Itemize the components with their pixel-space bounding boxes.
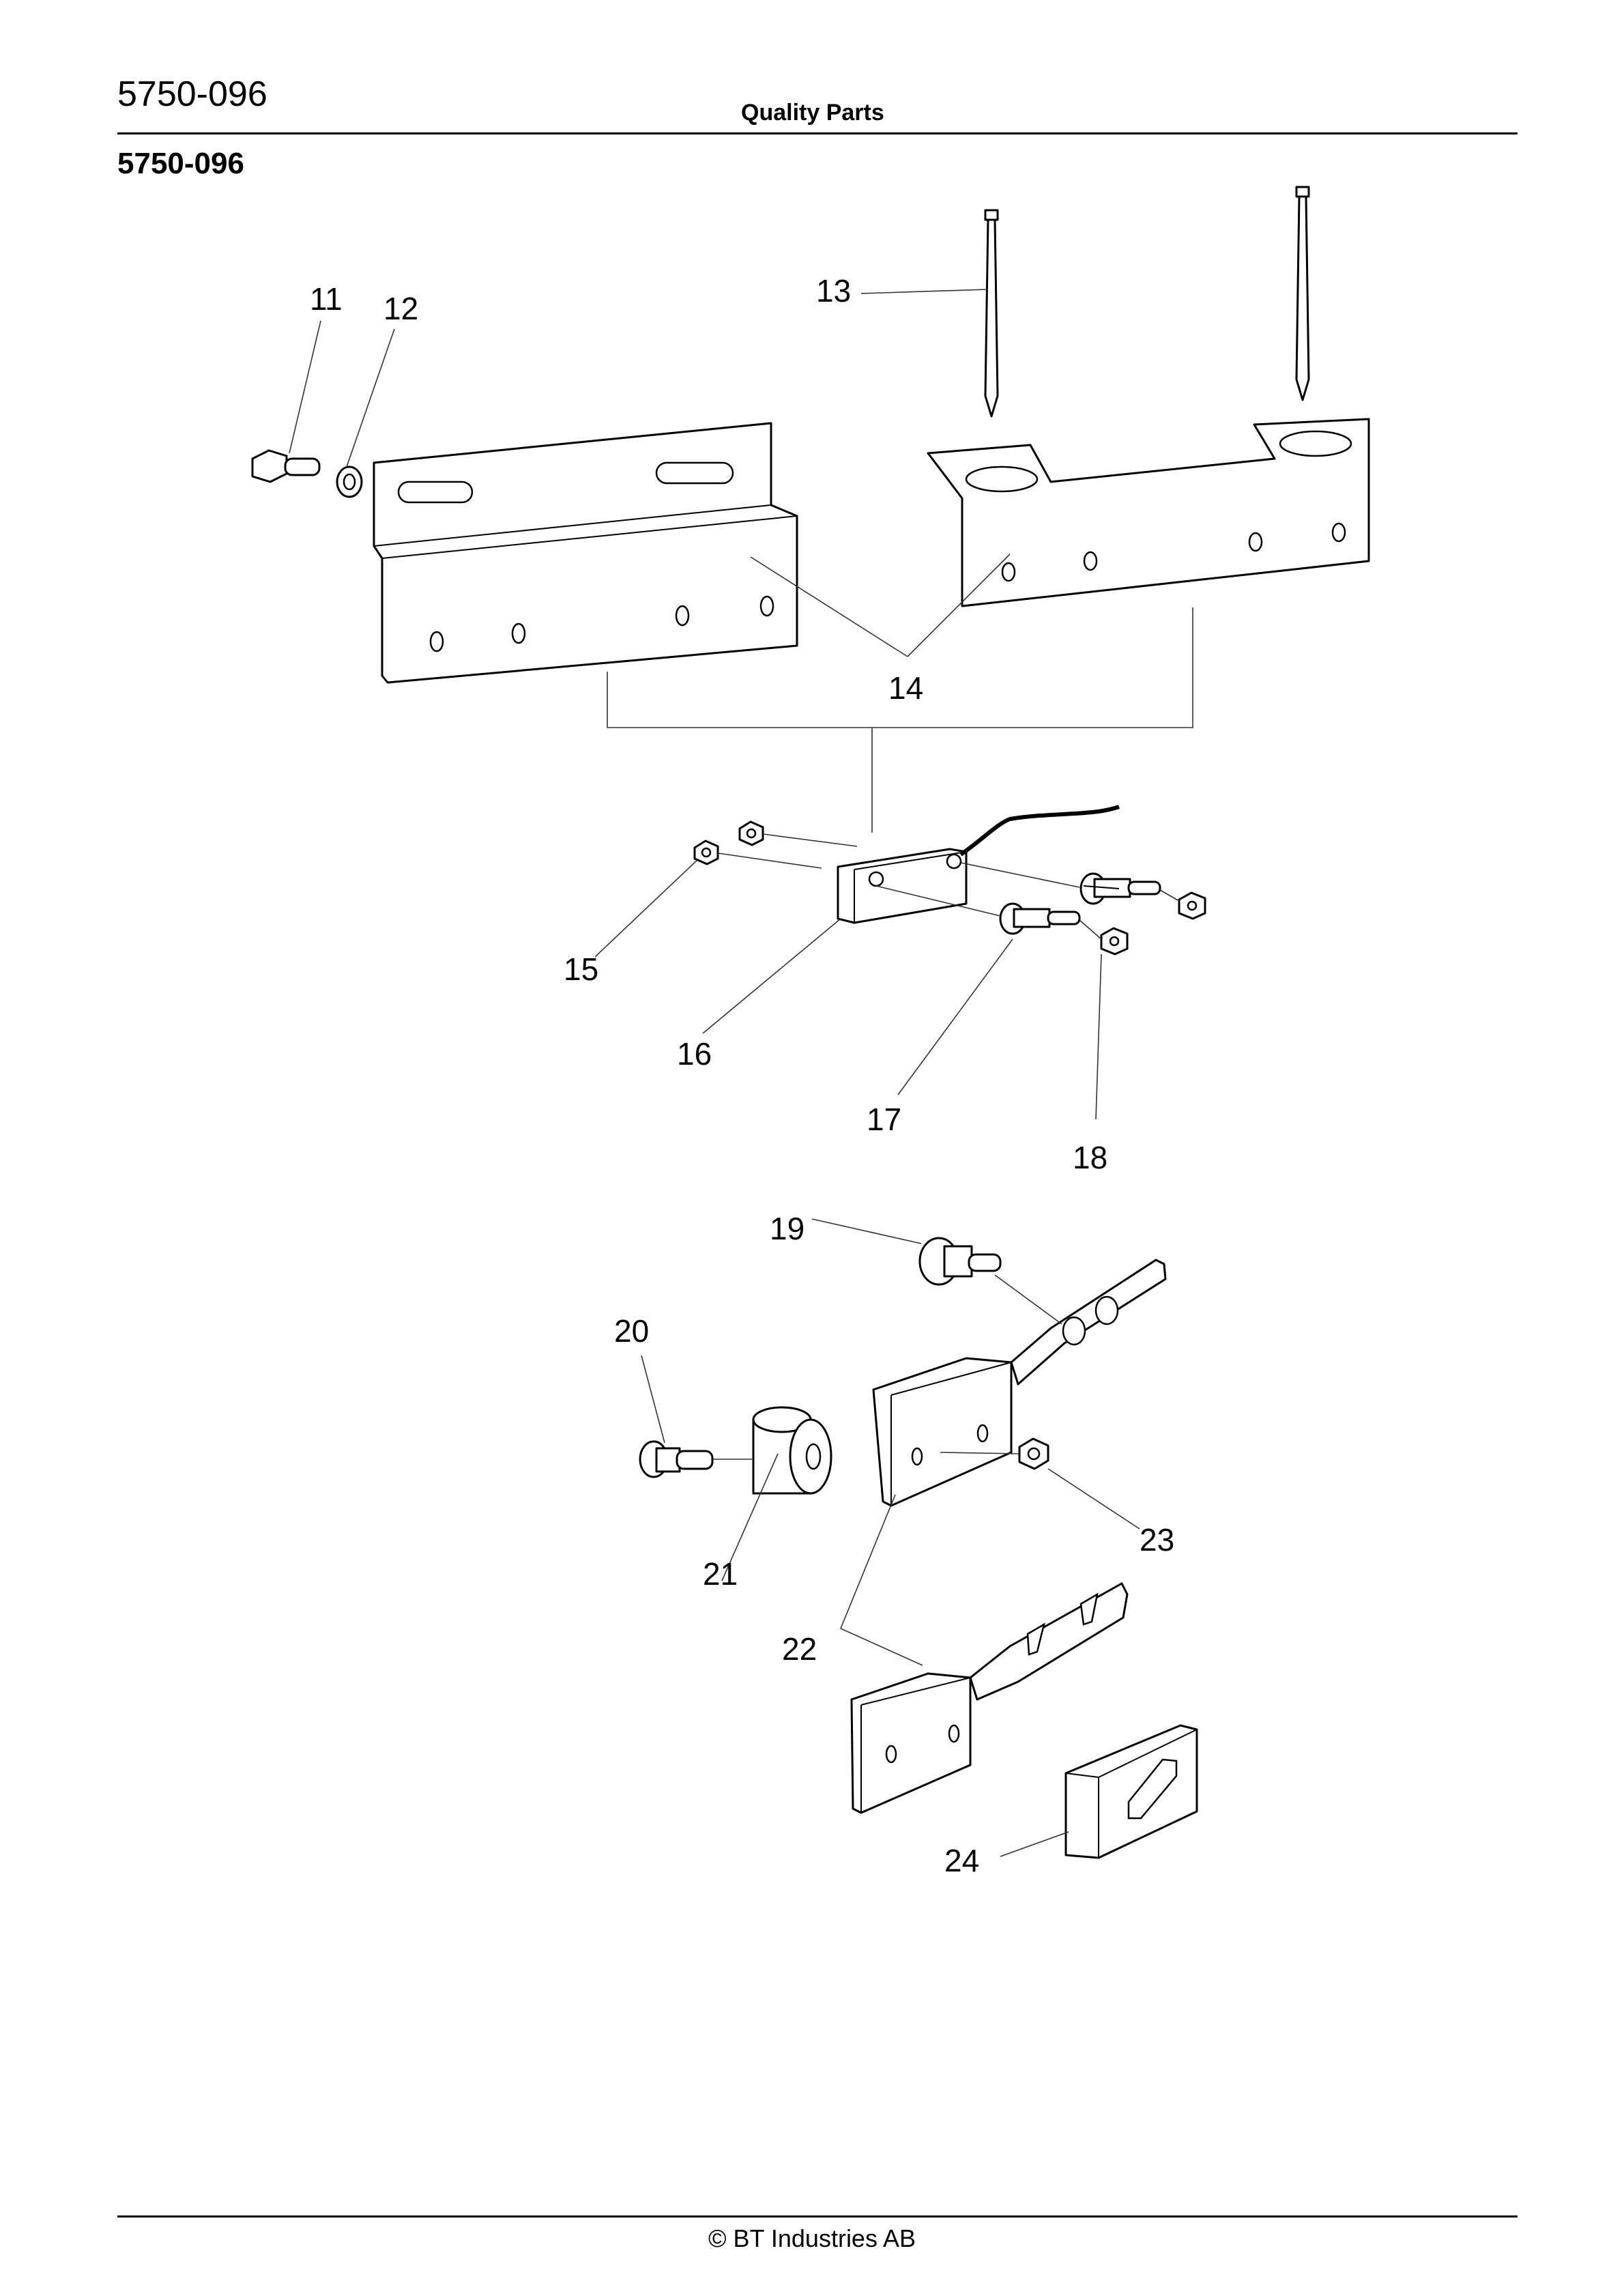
callout-22: 22 bbox=[782, 1631, 817, 1667]
callout-19: 19 bbox=[770, 1211, 804, 1246]
part-12-washer bbox=[336, 465, 363, 498]
callout-20: 20 bbox=[614, 1313, 649, 1349]
callout-13: 13 bbox=[816, 273, 851, 308]
part-22-bracket-upper bbox=[872, 1259, 1167, 1507]
callout-11: 11 bbox=[310, 281, 343, 317]
part-20-bolt bbox=[639, 1440, 714, 1478]
part-24-block bbox=[1064, 1724, 1198, 1859]
callout-16: 16 bbox=[677, 1036, 712, 1072]
part-11-bolt bbox=[251, 449, 321, 483]
part-16-switch bbox=[837, 805, 1120, 924]
part-14-bracket-right bbox=[927, 418, 1370, 607]
callout-12: 12 bbox=[383, 291, 418, 326]
callout-15: 15 bbox=[564, 951, 598, 987]
part-17-studs bbox=[999, 872, 1161, 935]
part-19-bolt bbox=[918, 1237, 1002, 1286]
copyright: © BT Industries AB bbox=[708, 2224, 916, 2252]
document-code: 5750-096 bbox=[117, 74, 267, 114]
document-title: Quality Parts bbox=[741, 100, 884, 126]
footer-rule bbox=[117, 2215, 1518, 2218]
part-21-spacer bbox=[752, 1406, 832, 1495]
part-13-pins bbox=[984, 186, 1310, 418]
part-23-nut bbox=[1018, 1437, 1049, 1470]
header-rule bbox=[117, 132, 1518, 134]
part-14-bracket-left bbox=[373, 422, 798, 684]
callout-23: 23 bbox=[1140, 1522, 1174, 1558]
callout-17: 17 bbox=[867, 1102, 901, 1137]
part-22-bracket-lower bbox=[850, 1582, 1129, 1814]
part-18-nuts bbox=[1100, 891, 1206, 956]
callout-24: 24 bbox=[944, 1843, 979, 1878]
part-15-nuts bbox=[693, 820, 764, 865]
section-code: 5750-096 bbox=[117, 147, 244, 180]
callout-14: 14 bbox=[888, 670, 923, 706]
callout-18: 18 bbox=[1073, 1140, 1107, 1175]
callout-21: 21 bbox=[703, 1556, 738, 1592]
